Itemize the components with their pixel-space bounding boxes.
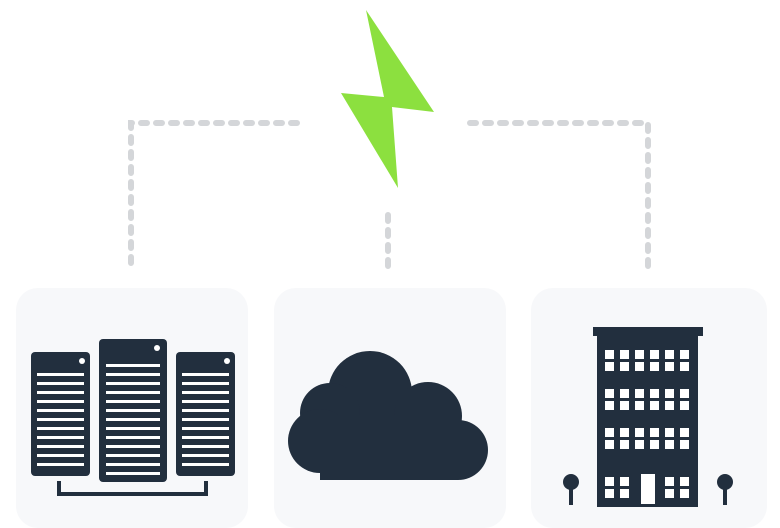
building-window: [635, 428, 644, 437]
building-window: [635, 350, 644, 359]
server-vent: [106, 400, 160, 403]
building-window: [650, 401, 659, 410]
building-window: [665, 401, 674, 410]
server-vent: [37, 391, 84, 394]
server-vent: [37, 436, 84, 439]
building-window: [680, 428, 689, 437]
building-window: [605, 489, 614, 498]
server-vent: [182, 418, 229, 421]
server-vent: [37, 463, 84, 466]
server-vent: [106, 382, 160, 385]
server-vent: [37, 382, 84, 385]
server-vent: [182, 373, 229, 376]
building-window: [680, 489, 689, 498]
building-window: [620, 389, 629, 398]
server-vent: [37, 418, 84, 421]
building-window: [635, 389, 644, 398]
server-vents: [37, 364, 229, 475]
server-vent: [37, 409, 84, 412]
building-window: [605, 362, 614, 371]
building-window: [680, 389, 689, 398]
server-vent: [182, 427, 229, 430]
connector-left: [128, 120, 300, 271]
connector-lines: [128, 120, 651, 271]
server-vent: [106, 472, 160, 475]
building-window: [650, 440, 659, 449]
building-window: [680, 362, 689, 371]
building-window: [635, 401, 644, 410]
building-window: [635, 362, 644, 371]
building-window: [665, 362, 674, 371]
building-window: [620, 401, 629, 410]
building-window: [680, 440, 689, 449]
building-window: [620, 489, 629, 498]
server-vent: [182, 454, 229, 457]
server-vent: [106, 364, 160, 367]
building-window: [680, 401, 689, 410]
building-window: [605, 350, 614, 359]
server-vent: [106, 454, 160, 457]
building-window: [665, 428, 674, 437]
building-window: [605, 389, 614, 398]
building-window: [665, 350, 674, 359]
building-window: [650, 389, 659, 398]
server-vent: [106, 418, 160, 421]
server-vent: [106, 409, 160, 412]
building-window: [620, 350, 629, 359]
building-window: [605, 428, 614, 437]
network-diagram: [31, 10, 733, 507]
building-window: [650, 350, 659, 359]
server-lights: [79, 345, 230, 364]
server-vent: [182, 436, 229, 439]
building-window: [665, 477, 674, 486]
building-window: [680, 350, 689, 359]
server-vent: [106, 463, 160, 466]
server-vent: [37, 373, 84, 376]
server-vent: [37, 400, 84, 403]
server-vent: [37, 427, 84, 430]
server-vent: [106, 427, 160, 430]
server-vent: [182, 400, 229, 403]
building-window: [605, 440, 614, 449]
building-window: [620, 477, 629, 486]
cloud-icon: [288, 351, 488, 480]
building-window: [605, 477, 614, 486]
office-building-icon: [563, 327, 733, 507]
server-vent: [106, 391, 160, 394]
building-window: [665, 389, 674, 398]
building-window: [650, 428, 659, 437]
building-window: [665, 440, 674, 449]
server-vent: [106, 445, 160, 448]
building-window: [665, 489, 674, 498]
server-vent: [182, 391, 229, 394]
building-window: [620, 428, 629, 437]
connector-right: [467, 120, 651, 271]
server-vent: [182, 445, 229, 448]
server-vent: [106, 373, 160, 376]
server-vent: [182, 463, 229, 466]
building-window: [650, 362, 659, 371]
server-vent: [37, 445, 84, 448]
server-vent: [182, 409, 229, 412]
building-window: [680, 477, 689, 486]
server-vent: [37, 454, 84, 457]
building-window: [635, 440, 644, 449]
building-window: [605, 401, 614, 410]
building-window: [620, 440, 629, 449]
server-vent: [182, 382, 229, 385]
building-window: [620, 362, 629, 371]
server-vent: [106, 436, 160, 439]
lightning-bolt-icon: [341, 10, 434, 188]
